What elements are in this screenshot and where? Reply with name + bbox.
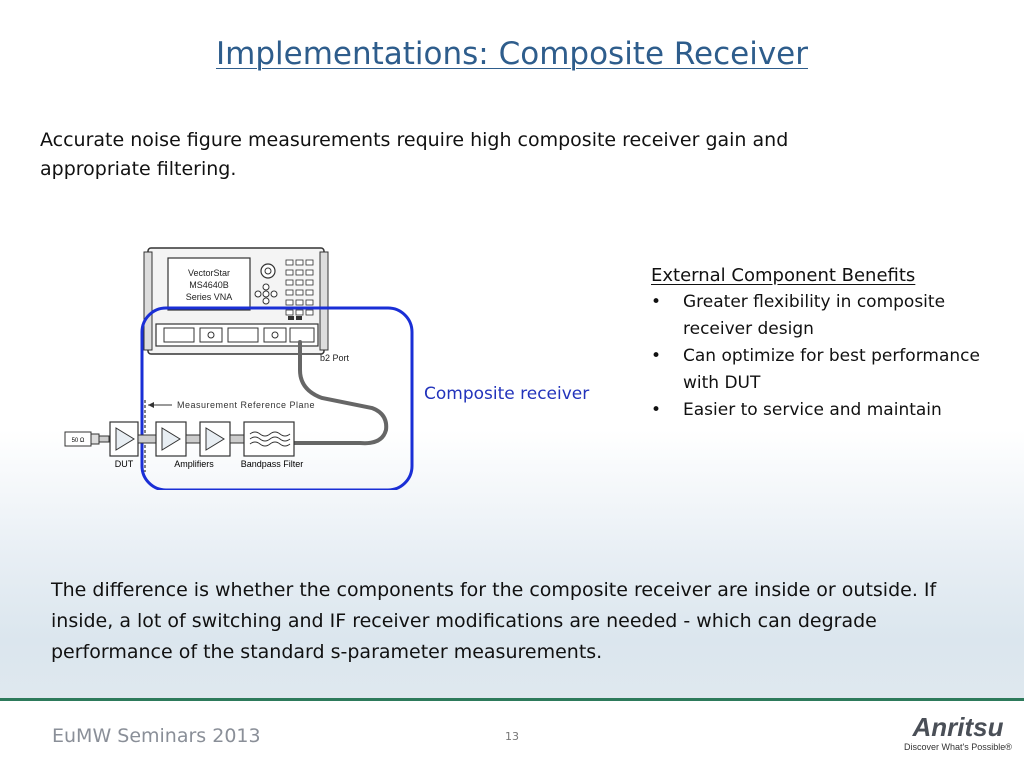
amplifiers-label: Amplifiers [174,459,214,469]
benefit-item: Greater flexibility in composite receive… [651,289,991,343]
slide-title: Implementations: Composite Receiver [215,36,808,72]
footer-rule [0,698,1024,701]
amplifier-2 [199,421,231,457]
footer-event: EuMW Seminars 2013 [52,725,261,747]
benefits-heading: External Component Benefits [651,265,916,286]
composite-receiver-outline [140,306,414,490]
vna-name-line1: VectorStar [188,268,230,278]
vna-instrument: VectorStar MS4640B Series VNA [143,247,329,355]
dut-amplifier [109,421,139,457]
brand-wordmark: Anritsu [912,712,1004,742]
difference-text: The difference is whether the components… [51,579,937,663]
composite-receiver-diagram: VectorStar MS4640B Series VNA [64,247,414,490]
termination-label: 50 Ω [72,438,85,444]
amplifier-1 [155,421,187,457]
intro-text: Accurate noise figure measurements requi… [40,129,789,180]
benefit-item: Easier to service and maintain [651,397,991,424]
bandpass-filter [243,421,295,457]
benefit-item: Can optimize for best performance with D… [651,343,991,397]
page-number: 13 [505,730,519,743]
dut-label: DUT [115,459,134,469]
vna-name-line3: Series VNA [186,292,233,302]
receiver-cable [292,340,389,446]
brand-tagline: Discover What's Possible® [904,742,1012,752]
vna-name-line2: MS4640B [189,280,229,290]
anritsu-logo: Anritsu Discover What's Possible® [904,712,1012,752]
reference-plane-label: Measurement Reference Plane [177,400,315,410]
filter-label: Bandpass Filter [241,459,304,469]
benefits-list: Greater flexibility in composite receive… [651,289,991,424]
benefits-panel: External Component Benefits Greater flex… [651,262,991,424]
b2-port-label: b2 Port [320,353,350,363]
composite-receiver-label: Composite receiver [424,384,590,404]
